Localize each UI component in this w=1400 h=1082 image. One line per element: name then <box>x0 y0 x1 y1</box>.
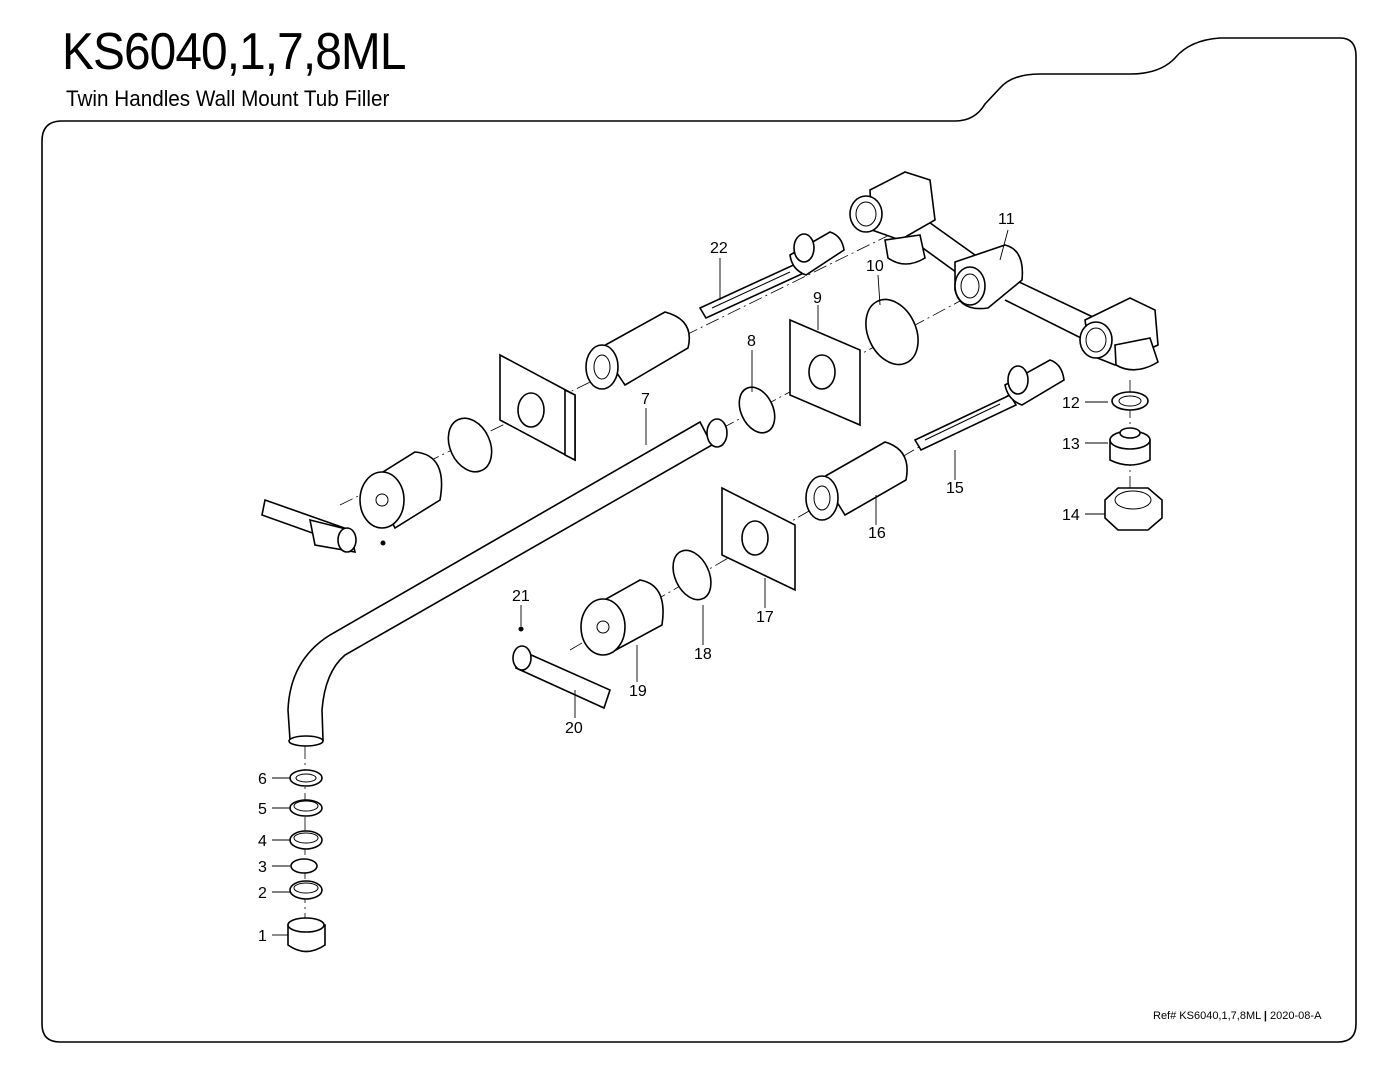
flange-part-9 <box>789 318 861 427</box>
callout-16: 16 <box>868 525 886 542</box>
cartridge-part-16 <box>805 441 908 521</box>
handle-upper <box>261 498 386 553</box>
reference-number: Ref# KS6040,1,7,8ML | 2020-08-A <box>1153 1009 1321 1023</box>
cartridge-upper <box>585 311 690 390</box>
flange-part-17 <box>721 486 796 592</box>
reference-revision: 2020-08-A <box>1270 1010 1322 1022</box>
page-title: KS6040,1,7,8ML <box>62 23 406 81</box>
spout-part-7 <box>287 418 728 747</box>
o-ring-part-8 <box>738 386 776 434</box>
callout-20: 20 <box>565 720 583 737</box>
aerator-stack <box>287 769 326 953</box>
callout-labels: 1 2 3 4 5 6 7 8 9 10 11 12 13 14 15 16 1… <box>258 211 1080 945</box>
callout-6: 6 <box>258 771 267 788</box>
o-ring-part-10 <box>865 298 919 366</box>
callout-12: 12 <box>1062 395 1080 412</box>
callout-1: 1 <box>258 928 267 945</box>
callout-5: 5 <box>258 801 267 818</box>
handle-cover-part-19 <box>580 579 664 656</box>
callout-15: 15 <box>946 480 964 497</box>
callout-18: 18 <box>694 646 712 663</box>
callout-17: 17 <box>756 609 774 626</box>
callout-14: 14 <box>1062 507 1080 524</box>
washer-part-12 <box>1111 391 1149 411</box>
callout-2: 2 <box>258 885 267 902</box>
reference-label: Ref# KS6040,1,7,8ML <box>1153 1010 1261 1022</box>
handle-part-20 <box>512 626 611 710</box>
callout-7: 7 <box>641 391 650 408</box>
nut-part-14 <box>1104 487 1163 531</box>
handle-cover-upper <box>359 451 443 530</box>
o-ring-upper <box>447 417 493 473</box>
callout-8: 8 <box>747 333 756 350</box>
assembly-centerlines <box>304 214 1131 935</box>
page-subtitle: Twin Handles Wall Mount Tub Filler <box>66 86 390 111</box>
flange-upper <box>499 353 576 462</box>
callout-11: 11 <box>998 211 1015 228</box>
callout-21: 21 <box>512 588 530 605</box>
callout-9: 9 <box>813 290 822 307</box>
callout-22: 22 <box>710 240 728 257</box>
reference-separator: | <box>1263 1010 1267 1022</box>
nipple-part-13 <box>1109 427 1151 466</box>
callout-19: 19 <box>629 683 647 700</box>
callout-13: 13 <box>1062 436 1080 453</box>
stem-part-22 <box>698 231 845 320</box>
callout-3: 3 <box>258 859 267 876</box>
callout-10: 10 <box>866 258 884 275</box>
callout-4: 4 <box>258 833 267 850</box>
o-ring-part-18 <box>672 549 712 601</box>
leader-lines <box>272 229 1108 936</box>
valve-body-part-11 <box>849 171 1159 371</box>
drawing-frame <box>41 37 1357 1043</box>
stem-part-15 <box>913 359 1065 452</box>
